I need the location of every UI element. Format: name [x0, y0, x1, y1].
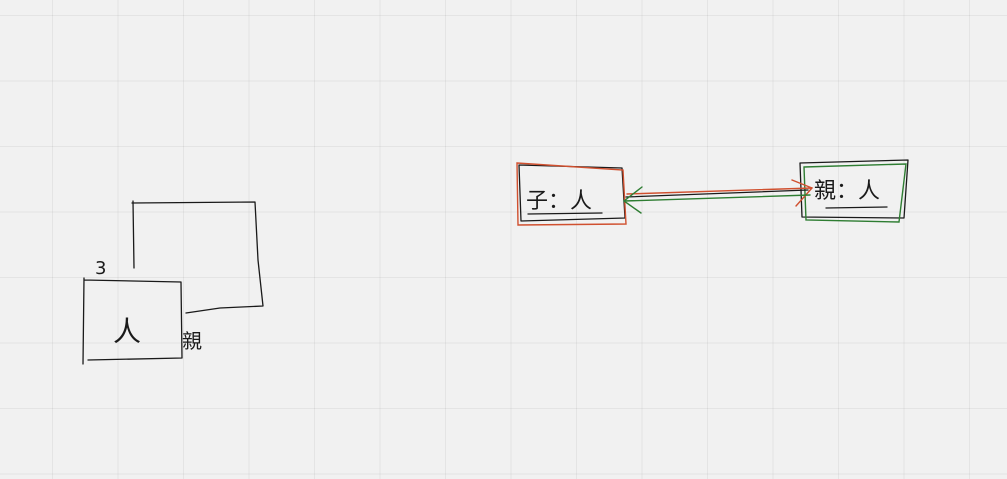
front-box-label: 人: [113, 315, 141, 348]
right-diagram: 子：人 親：人: [516, 159, 909, 226]
multiplicity-label: 3: [95, 258, 106, 279]
node-child-underline: [527, 212, 603, 215]
association-arrow-green: [622, 186, 811, 214]
node-child[interactable]: 子：人: [516, 162, 627, 226]
left-sketch: 3 人 親: [82, 200, 264, 365]
node-parent[interactable]: 親：人: [799, 159, 909, 223]
node-parent-label: 親：人: [814, 179, 880, 204]
side-label: 親: [182, 329, 202, 353]
node-child-border-red: [516, 162, 627, 226]
front-box: [82, 277, 183, 365]
association-line-black: [625, 189, 809, 198]
node-child-label: 子：人: [526, 189, 592, 214]
node-parent-underline: [825, 206, 888, 209]
node-parent-border-green: [803, 163, 907, 223]
association-arrow-red: [626, 179, 814, 207]
back-box: [131, 200, 264, 314]
